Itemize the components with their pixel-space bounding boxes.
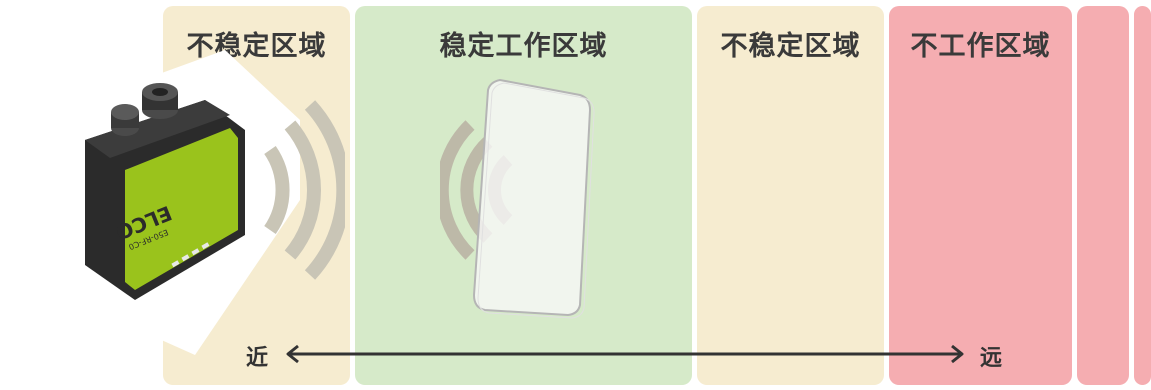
zone-not-working-extra [1077, 6, 1129, 385]
rfid-reader-icon: ELCO E50-RF-C0 [5, 50, 345, 355]
far-label: 远 [980, 346, 1003, 371]
zone-not-working: 不工作区域 [889, 6, 1072, 385]
reader-housing [85, 83, 245, 300]
near-label: 近 [246, 346, 269, 371]
zone-not-working-edge [1134, 6, 1151, 385]
zone-stable: 稳定工作区域 [355, 6, 692, 385]
zone-unstable-far: 不稳定区域 [697, 6, 884, 385]
rfid-tag-card-icon [440, 78, 595, 319]
zone-title: 稳定工作区域 [439, 31, 608, 62]
zone-title: 不稳定区域 [720, 31, 861, 62]
zone-title: 不工作区域 [910, 31, 1051, 62]
